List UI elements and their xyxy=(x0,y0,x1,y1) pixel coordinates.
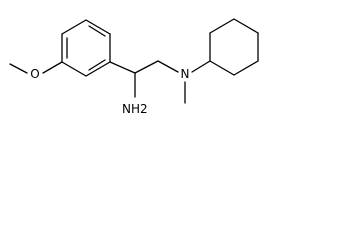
oxygen-atom-label: O xyxy=(30,67,39,81)
bond-n-cyclohexyl xyxy=(191,60,211,73)
methoxy-group: O xyxy=(9,61,63,81)
ring-bond-6 xyxy=(61,61,87,77)
chemical-structure-diagram: O NH2 N xyxy=(9,18,259,116)
ring-bond-2 xyxy=(61,19,87,35)
cyclohexane-bond-6 xyxy=(209,60,235,76)
benzene-ring xyxy=(61,19,111,77)
ring-double-bond-c xyxy=(88,59,106,71)
tertiary-amine-group: N xyxy=(181,60,211,104)
cyclohexane-ring xyxy=(209,18,259,76)
bond-ch2-to-n xyxy=(157,60,179,73)
bond-methyl-oxygen xyxy=(9,63,28,74)
cyclohexane-bond-3 xyxy=(233,18,259,34)
bond-ch-to-ch2 xyxy=(134,60,159,74)
cyclohexane-bond-5 xyxy=(233,60,259,76)
ring-bond-5 xyxy=(85,61,111,77)
nitrogen-atom-label: N xyxy=(181,67,190,81)
bond-oxygen-ring xyxy=(42,61,63,74)
ethyl-chain: NH2 xyxy=(109,60,179,116)
bond-ring-to-ch xyxy=(109,61,136,74)
ring-double-bond-b xyxy=(88,25,106,37)
amine-nh2-label: NH2 xyxy=(122,102,148,116)
cyclohexane-bond-2 xyxy=(209,18,235,34)
ring-bond-3 xyxy=(85,19,111,35)
